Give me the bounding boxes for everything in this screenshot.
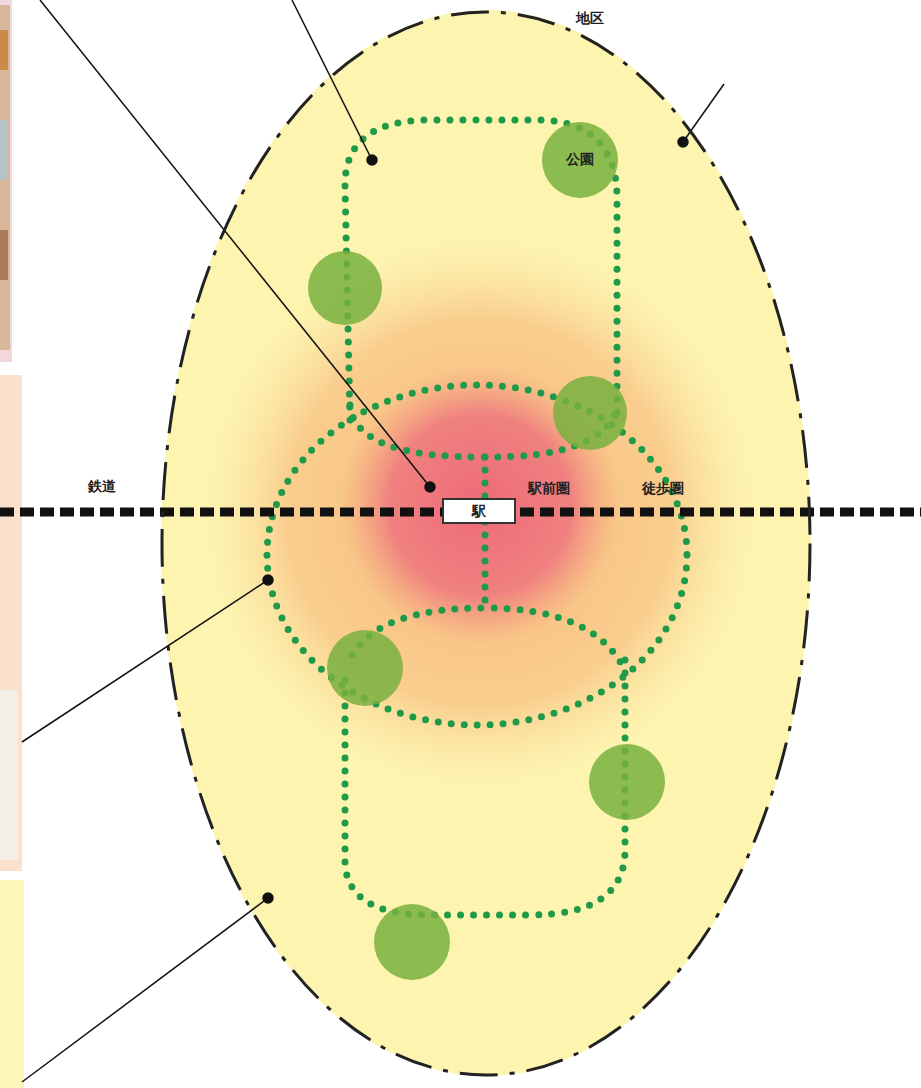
area-label: 鉄道 <box>88 478 116 496</box>
district-region: 地区公園駅 <box>160 10 812 1077</box>
area-label: 徒歩圏 <box>642 480 684 498</box>
area-label: 駅前圏 <box>528 480 570 498</box>
district-outline <box>160 10 812 1077</box>
node-label: 公園 <box>566 151 594 169</box>
park-circle: 公園 <box>542 122 618 198</box>
region-name: 地区 <box>576 10 604 28</box>
station-box: 駅 <box>442 498 516 524</box>
node-label: 駅 <box>468 502 490 520</box>
